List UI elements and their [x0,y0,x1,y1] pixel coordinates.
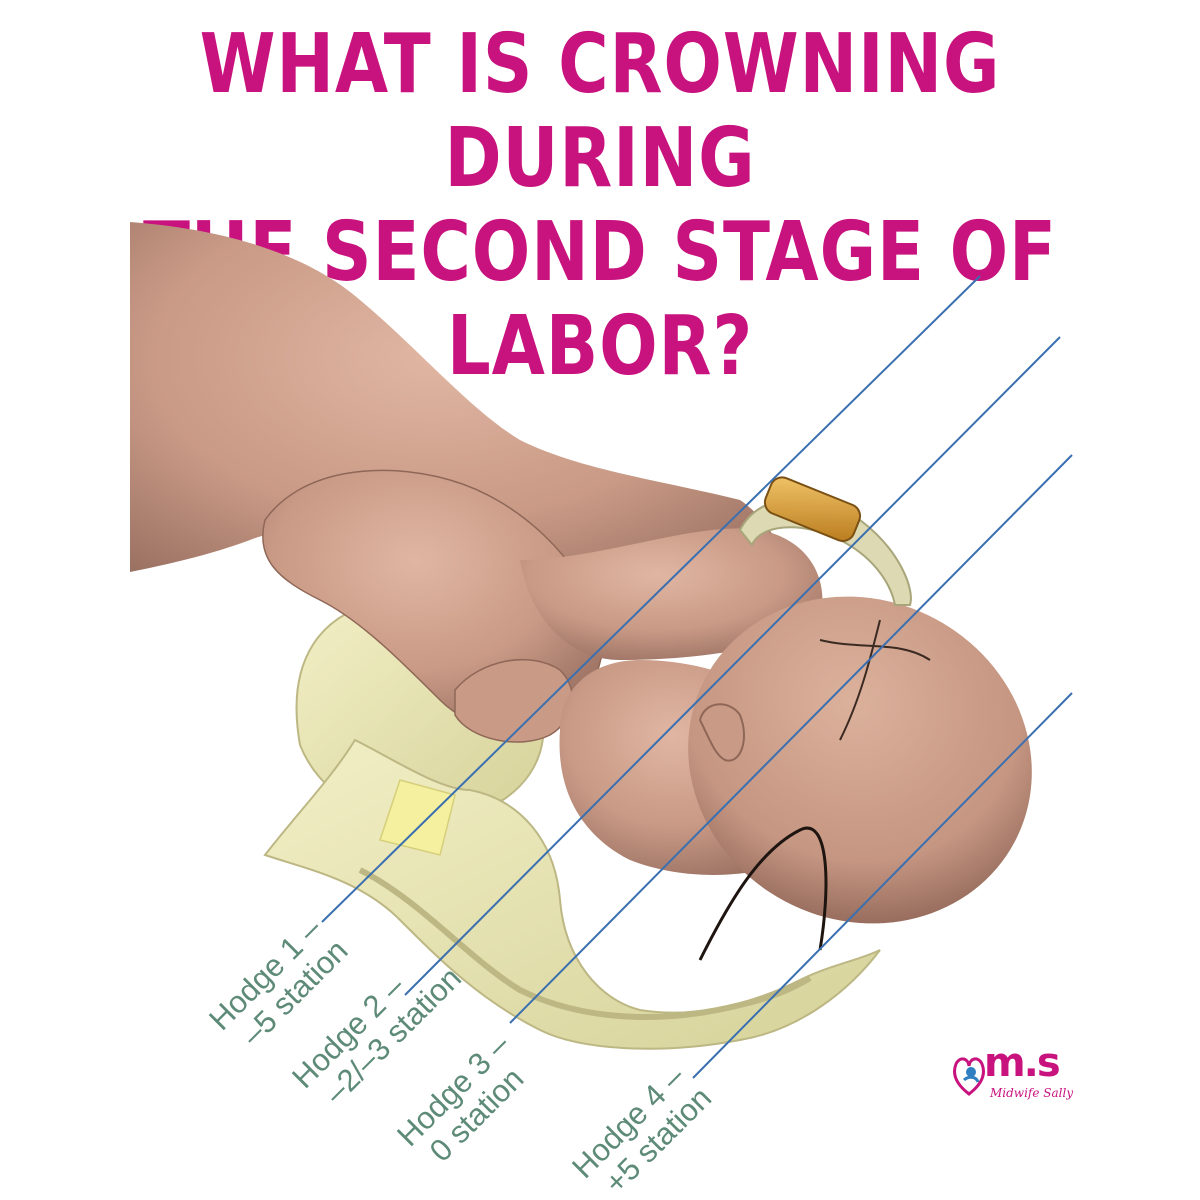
station-label-4: Hodge 4 –+5 station [565,1056,718,1200]
skull-suture-sagittal [698,826,828,961]
instrument-pad [763,476,862,542]
logo-text: Midwife Sally [990,1086,1074,1100]
title-line-1: WHAT IS CROWNING DURING [199,17,1001,206]
page-title: WHAT IS CROWNING DURING THE SECOND STAGE… [96,18,1104,394]
station-line-4 [692,692,1073,1079]
station-line-3 [509,454,1073,1024]
station-line-2 [404,336,1061,996]
baby-ear [698,703,745,762]
logo-letters: m.s [984,1040,1061,1086]
midwife-sally-logo: m.s Midwife Sally [952,1040,1102,1116]
station-lines [321,275,1073,1079]
station-line-1 [321,275,981,923]
station-label-3: Hodge 3 –0 station [390,1027,540,1177]
instrument-ring [738,476,912,606]
cartilage-patch [379,779,456,856]
skull-suture-coronal [819,619,931,741]
coccyx-spine [358,867,812,1020]
mother-baby-heart-icon [953,1057,985,1096]
baby-head [688,596,1032,924]
baby-figure [130,222,1032,961]
baby-neck-shoulder [520,528,823,660]
